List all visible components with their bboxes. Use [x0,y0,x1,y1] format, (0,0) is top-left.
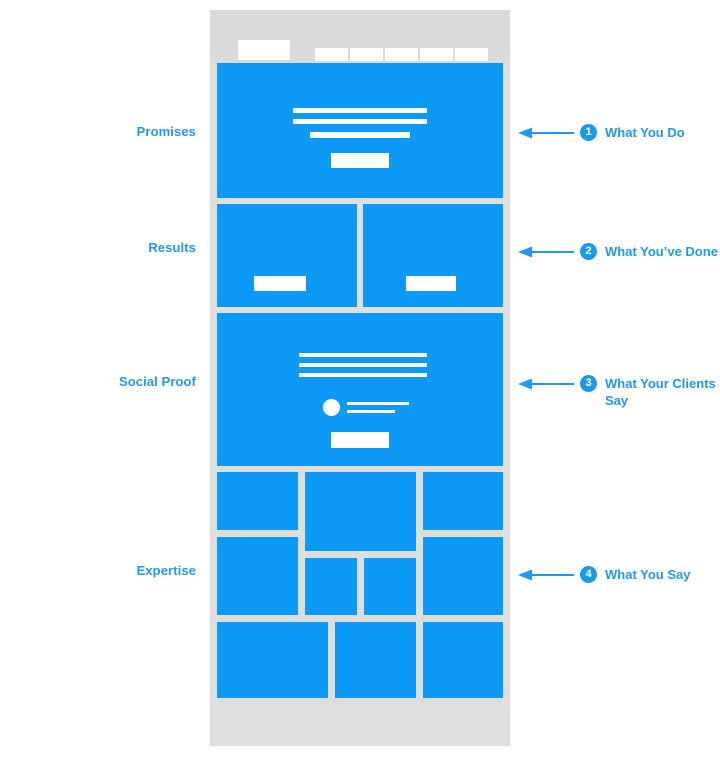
wireframe-nav-bar [210,10,694,63]
annotation-4: 4 What You Say [518,566,690,583]
expertise-tile [335,622,416,698]
arrow-left-icon [518,378,574,390]
annotation-badge: 1 [580,124,597,141]
card-button-placeholder [254,276,306,291]
arrow-left-icon [518,246,574,258]
nav-placeholder-group [315,48,488,61]
annotation-label: What You Say [605,567,691,582]
proof-text-line-3 [299,373,427,377]
expertise-tile [217,537,298,615]
arrow-left-icon [518,569,574,581]
expertise-tile [305,472,416,551]
arrow-left-icon [518,127,574,139]
proof-quote-line-1 [347,402,409,405]
wireframe-section-expertise [210,472,510,708]
proof-quote-line-2 [347,410,395,413]
annotation-badge: 3 [580,375,597,392]
annotation-2: 2 What You’ve Done [518,243,718,260]
annotation-badge: 4 [580,566,597,583]
nav-placeholder-5 [455,48,488,61]
nav-placeholder-2 [350,48,383,61]
logo-placeholder [238,40,290,60]
wireframe-section-hero [217,63,503,198]
annotation-1: 1 What You Do [518,124,685,141]
avatar-circle [323,399,340,416]
wireframe-results-card-2 [363,204,503,307]
annotation-label: What You Do [605,125,685,140]
section-label-expertise: Expertise [136,563,196,578]
wireframe-page-mock [210,10,694,746]
footer-placeholder [217,713,503,743]
hero-button-placeholder [331,153,389,168]
hero-text-line-2 [293,119,427,124]
cta-placeholder [642,30,694,46]
nav-placeholder-4 [420,48,453,61]
section-label-social-proof: Social Proof [118,374,196,389]
section-label-promises: Promises [136,124,196,139]
annotation-label: What You’ve Done [605,244,718,259]
expertise-tile [423,622,503,698]
expertise-tile [364,558,416,615]
wireframe-section-social-proof [217,313,503,466]
card-button-placeholder [406,276,456,291]
proof-text-line-1 [299,353,427,357]
hero-text-line-1 [293,108,427,113]
nav-placeholder-1 [315,48,348,61]
annotation-badge: 2 [580,243,597,260]
wireframe-results-card-1 [217,204,357,307]
expertise-tile [305,558,357,615]
expertise-tile [217,622,328,698]
proof-button-placeholder [331,432,389,448]
section-label-results: Results [148,240,196,255]
expertise-tile [423,472,503,530]
nav-placeholder-3 [385,48,418,61]
expertise-tile [423,537,503,615]
annotation-3: 3 What Your Clients Say [518,375,720,409]
annotation-label: What Your Clients Say [605,376,716,408]
proof-text-line-2 [299,363,427,367]
expertise-tile [217,472,298,530]
hero-text-line-3 [310,132,410,138]
